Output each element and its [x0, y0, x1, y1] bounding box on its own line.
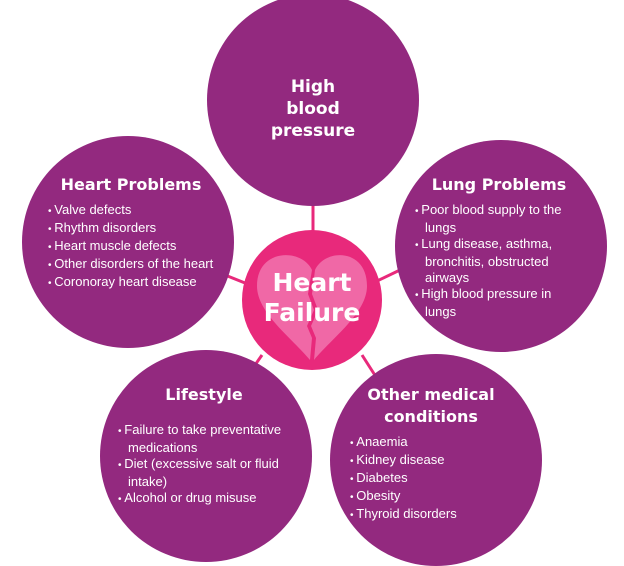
list-item: Obesity — [350, 488, 512, 506]
node-other-medical-conditions: Other medical conditions Anaemia Kidney … — [330, 354, 542, 566]
list-item: Rhythm disorders — [48, 220, 214, 238]
list-item: Thyroid disorders — [350, 506, 512, 524]
node-heart-problems: Heart Problems Valve defects Rhythm diso… — [22, 136, 234, 348]
list-item: Alcohol or drug misuse — [118, 490, 290, 508]
node-lifestyle: Lifestyle Failure to take preventative m… — [100, 350, 312, 562]
node-lung-problems: Lung Problems Poor blood supply to the l… — [395, 140, 607, 352]
list-item: Kidney disease — [350, 452, 512, 470]
list-item: Diet (excessive salt or fluid intake) — [118, 456, 290, 490]
broken-heart-icon — [257, 255, 367, 360]
list-item: High blood pressure in lungs — [415, 286, 583, 320]
node-title: High blood pressure — [270, 77, 356, 141]
list-item: Heart muscle defects — [48, 238, 214, 256]
node-list: Failure to take preventative medications… — [118, 422, 290, 508]
node-list: Poor blood supply to the lungs Lung dise… — [415, 202, 583, 320]
list-item: Coronoray heart disease — [48, 274, 214, 292]
node-list: Anaemia Kidney disease Diabetes Obesity … — [350, 434, 512, 524]
node-title: Lung Problems — [431, 175, 567, 194]
list-item: Lung disease, asthma, bronchitis, obstru… — [415, 236, 583, 286]
list-item: Other disorders of the heart — [48, 256, 214, 274]
list-item: Diabetes — [350, 470, 512, 488]
list-item: Valve defects — [48, 202, 214, 220]
node-title: Heart Problems — [60, 175, 202, 194]
node-high-blood-pressure: High blood pressure — [207, 0, 419, 206]
center-line2: Failure — [263, 298, 361, 327]
center-line1: Heart — [272, 268, 352, 297]
node-title: Lifestyle — [165, 385, 243, 404]
list-item: Anaemia — [350, 434, 512, 452]
list-item: Poor blood supply to the lungs — [415, 202, 583, 236]
list-item: Failure to take preventative medications — [118, 422, 290, 456]
node-list: Valve defects Rhythm disorders Heart mus… — [48, 202, 214, 292]
node-title: Other medical conditions — [367, 385, 495, 426]
